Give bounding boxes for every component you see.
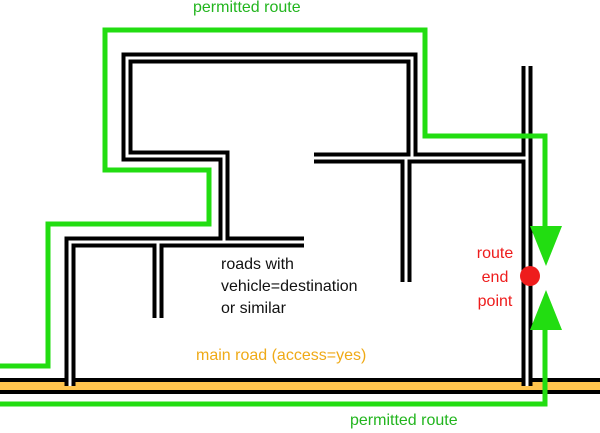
arrow-up-icon [530,290,562,330]
route-end-point-marker [520,266,540,286]
label-permitted-route-top: permitted route [193,0,301,16]
route-arrows [530,226,562,330]
arrow-down-icon [530,226,562,266]
permitted-route-line [0,27,548,407]
label-permitted-route-bottom: permitted route [350,412,458,429]
label-destination-roads: roads with vehicle=destination or simila… [221,256,358,317]
label-main-road: main road (access=yes) [196,347,367,364]
label-route-end-point: route end point [476,245,514,310]
